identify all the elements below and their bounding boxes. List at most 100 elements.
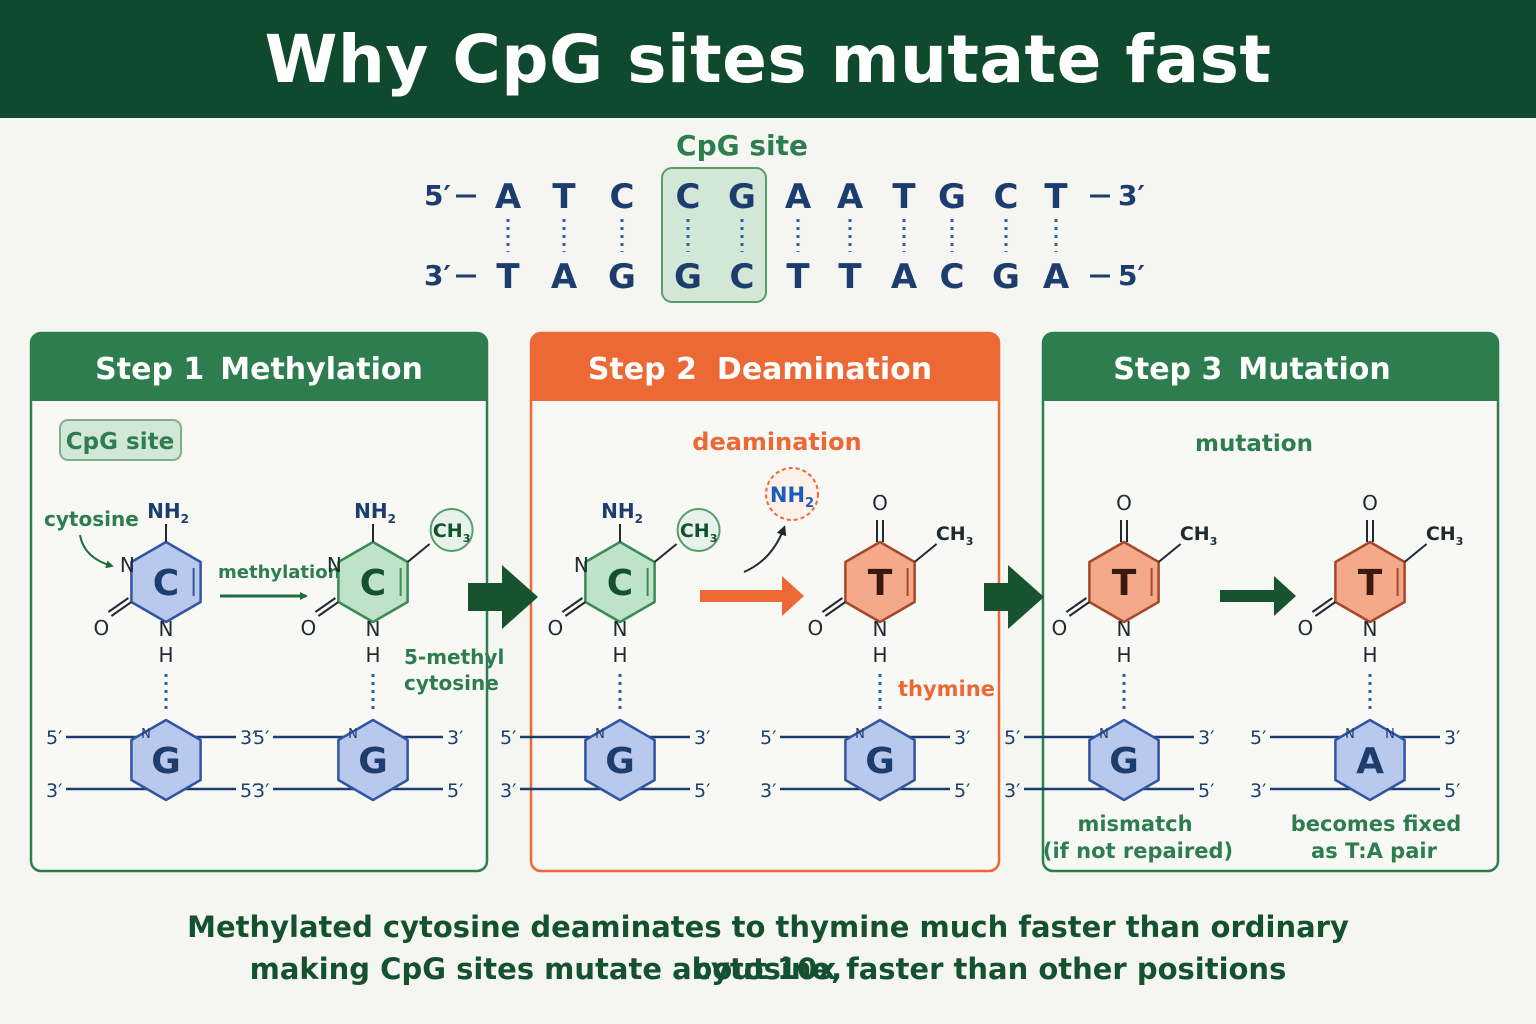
strand-end-label: 5′: [447, 780, 463, 802]
top-base: C: [610, 177, 635, 217]
deamination-arrow: [700, 576, 804, 616]
oxygen-atom: O: [1362, 491, 1378, 515]
5-methylcytosine-label-line1: 5-methyl: [404, 645, 504, 669]
hydrogen-atom: H: [1362, 643, 1377, 667]
thymine-label: thymine: [898, 677, 995, 701]
oxygen-atom: O: [1116, 491, 1132, 515]
guanine-pair-5: 5′3′3′5′NG: [1004, 718, 1214, 802]
strand-end-label: 5′: [694, 780, 710, 802]
strand-end-label: 5′: [46, 727, 62, 749]
hydrogen-atom: H: [872, 643, 887, 667]
hydrogen-atom: H: [612, 643, 627, 667]
bottom-strand-5prime: 5′: [1118, 259, 1145, 292]
methyl-group: CH3: [680, 520, 718, 545]
base-letter: C: [153, 563, 179, 604]
top-base: T: [552, 177, 576, 217]
base-letter: T: [1112, 563, 1137, 604]
top-strand-3prime: 3′: [1118, 179, 1145, 212]
oxygen-atom: O: [1298, 616, 1314, 640]
strand-end-label: 5′: [240, 780, 256, 802]
guanine-pair-1: 5′3′3′5′NG: [46, 718, 256, 802]
strand-end-label: 3′: [1198, 727, 1214, 749]
pair-ring: [1088, 718, 1160, 802]
nitrogen-atom: N: [120, 553, 135, 577]
pair-base-letter: A: [1356, 741, 1384, 782]
ring: [130, 540, 202, 624]
hydrogen-atom: H: [365, 643, 380, 667]
pair-ring: [844, 718, 916, 802]
strand-end-label: 3′: [253, 780, 269, 802]
bottom-strand-3prime: 3′: [424, 259, 451, 292]
step2-to-step3-arrow: [984, 565, 1044, 629]
nitrogen-atom: N: [366, 617, 381, 641]
strand-end-label: 3′: [447, 727, 463, 749]
hydrogen-atom: H: [1116, 643, 1131, 667]
pair-base-letter: G: [358, 741, 388, 782]
bottom-base: C: [730, 257, 755, 297]
methyl-group: CH3: [936, 523, 974, 548]
fixed-caption-line2: as T:A pair: [1311, 839, 1438, 863]
diagram-canvas: CpG site 5′ 3′ 3′ 5′ ATTACGCGGCATATTAGCC…: [29, 129, 1500, 873]
step1-to-step2-arrow: [468, 565, 538, 629]
methyl-group: CH3: [1426, 523, 1464, 548]
nitrogen-atom: N: [141, 727, 151, 742]
nitrogen-atom: N: [159, 617, 174, 641]
pair-ring: [130, 718, 202, 802]
pair-ring: [584, 718, 656, 802]
step3-annotations: mutation mismatch (if not repaired) beco…: [1043, 431, 1461, 863]
pair-ring: [1334, 718, 1406, 802]
bottom-base: A: [551, 257, 578, 297]
mutation-arrow: [1220, 576, 1296, 616]
bottom-base: G: [608, 257, 636, 297]
nitrogen-atom: N: [348, 727, 358, 742]
top-base: C: [676, 177, 701, 217]
strand-end-label: 3′: [1444, 727, 1460, 749]
bottom-base: T: [496, 257, 520, 297]
footer-line2: making CpG sites mutate about 10x faster…: [249, 952, 1287, 986]
5-methylcytosine-label-line2: cytosine: [404, 671, 499, 695]
oxygen-atom: O: [872, 491, 888, 515]
bottom-base: A: [891, 257, 918, 297]
step1-cpg-badge: CpG site: [66, 429, 174, 455]
strand-end-label: 3′: [760, 780, 776, 802]
oxygen-atom: O: [94, 616, 110, 640]
amine-group: NH2: [147, 499, 189, 526]
nitrogen-atom: N: [1385, 727, 1395, 742]
guanine-pair-2: 5′ 3′ 3′ 5′ NG: [253, 718, 463, 802]
pair-base-letter: G: [1109, 741, 1139, 782]
nitrogen-atom: N: [613, 617, 628, 641]
top-base: G: [938, 177, 966, 217]
top-base: C: [994, 177, 1019, 217]
nitrogen-atom: N: [327, 553, 342, 577]
base-letter: C: [607, 563, 633, 604]
dna-sequence: CpG site 5′ 3′ 3′ 5′ ATTACGCGGCATATTAGCC…: [424, 129, 1145, 303]
strand-end-label: 5′: [253, 727, 269, 749]
strand-end-label: 3′: [500, 780, 516, 802]
oxygen-atom: O: [808, 616, 824, 640]
strand-end-label: 5′: [760, 727, 776, 749]
amine-group: NH2: [601, 499, 643, 526]
bottom-base: T: [786, 257, 810, 297]
cytosine-label: cytosine: [44, 507, 139, 531]
bottom-base: G: [992, 257, 1020, 297]
oxygen-atom: O: [1052, 616, 1068, 640]
pair-base-letter: G: [605, 741, 635, 782]
strand-end-label: 3′: [1004, 780, 1020, 802]
footer-line1: Methylated cytosine deaminates to thymin…: [187, 910, 1349, 986]
base-letter: T: [1358, 563, 1383, 604]
strand-end-label: 5′: [1250, 727, 1266, 749]
oxygen-atom: O: [301, 616, 317, 640]
fixed-caption-line1: becomes fixed: [1291, 812, 1461, 836]
top-base: A: [837, 177, 864, 217]
top-strand-5prime: 5′: [424, 179, 451, 212]
top-base: A: [495, 177, 522, 217]
nitrogen-atom: N: [1345, 727, 1355, 742]
